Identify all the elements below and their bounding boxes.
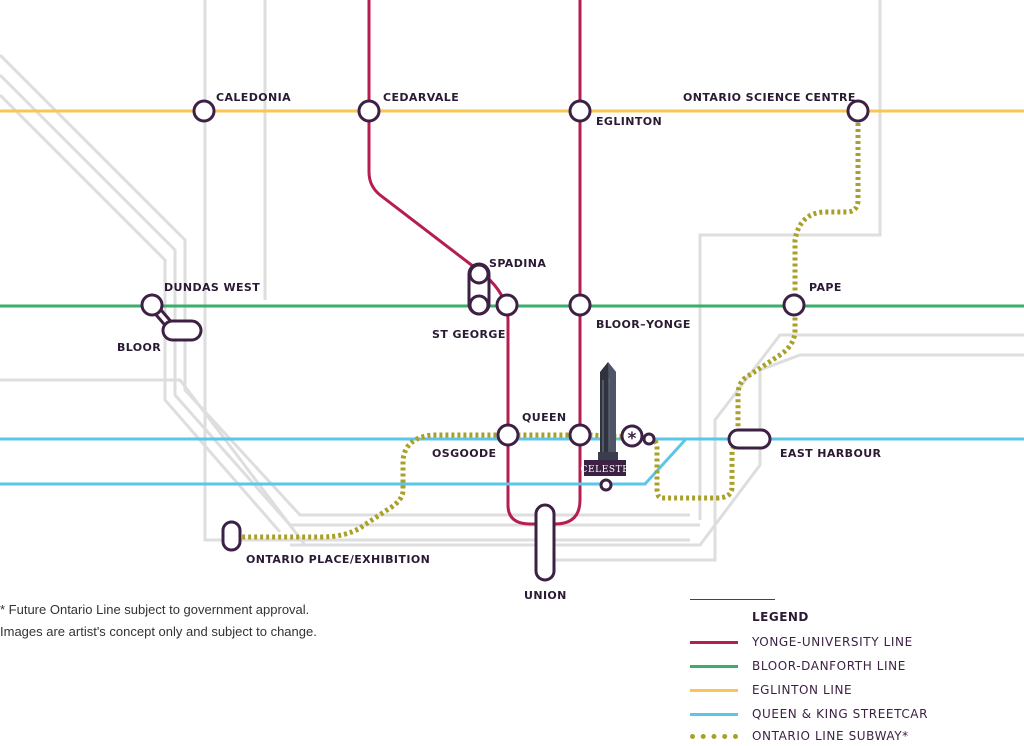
legend-item-ontario-line: ONTARIO LINE SUBWAY*: [690, 726, 909, 746]
legend-title: LEGEND: [752, 610, 809, 624]
station-st-george[interactable]: [495, 293, 519, 317]
yonge-university-line-east: [545, 0, 582, 526]
legend-label: ONTARIO LINE SUBWAY*: [752, 729, 909, 743]
label-eglinton: EGLINTON: [596, 115, 662, 128]
station-dundas-west[interactable]: [140, 293, 164, 317]
station-king-small: [599, 478, 613, 492]
legend-swatch-yonge-university: [690, 640, 738, 644]
label-dundas-west: DUNDAS WEST: [164, 281, 260, 294]
legend-swatch-eglinton: [690, 688, 738, 692]
station-cedarvale[interactable]: [357, 99, 381, 123]
station-ontario-science-centre[interactable]: [846, 99, 870, 123]
legend-label: BLOOR-DANFORTH LINE: [752, 659, 906, 673]
celeste-tower-icon: [598, 362, 618, 462]
station-st-george-bd[interactable]: [468, 294, 490, 316]
label-east-harbour: EAST HARBOUR: [780, 447, 882, 460]
celeste-badge: [584, 460, 626, 476]
station-union[interactable]: [534, 503, 556, 582]
station-east-harbour[interactable]: [727, 428, 772, 450]
legend-swatch-bloor-danforth: [690, 664, 738, 668]
station-caledonia[interactable]: [192, 99, 216, 123]
label-bloor-yonge: BLOOR–YONGE: [596, 318, 691, 331]
legend-swatch-queen-king: [690, 712, 738, 716]
station-eglinton[interactable]: [568, 99, 592, 123]
label-queen: QUEEN: [522, 411, 567, 424]
station-bloor[interactable]: [161, 319, 203, 342]
yonge-university-line-west: [367, 0, 545, 526]
disclaimer-line-2: Images are artist's concept only and sub…: [0, 624, 317, 639]
street-grid: [0, 0, 1024, 562]
label-st-george: ST GEORGE: [432, 328, 506, 341]
disclaimer-line-1: * Future Ontario Line subject to governm…: [0, 602, 310, 617]
legend-item-yonge-university: YONGE-UNIVERSITY LINE: [690, 632, 913, 652]
station-osgoode[interactable]: [496, 423, 520, 447]
label-ontario-science-centre: ONTARIO SCIENCE CENTRE: [683, 91, 856, 104]
station-spadina[interactable]: [468, 263, 490, 285]
label-union: UNION: [524, 589, 567, 602]
station-bloor-yonge[interactable]: [568, 293, 592, 317]
legend-item-eglinton: EGLINTON LINE: [690, 680, 852, 700]
king-streetcar-line: [0, 437, 688, 486]
legend-label: QUEEN & KING STREETCAR: [752, 707, 929, 721]
legend-label: YONGE-UNIVERSITY LINE: [752, 635, 913, 649]
ontario-line-subway: [232, 111, 861, 540]
legend-item-bloor-danforth: BLOOR-DANFORTH LINE: [690, 656, 906, 676]
station-ontario-place[interactable]: [221, 520, 242, 552]
station-future[interactable]: [620, 424, 644, 448]
label-pape: PAPE: [809, 281, 842, 294]
station-queen[interactable]: [568, 423, 592, 447]
legend-swatch-ontario-line: [690, 733, 738, 739]
label-spadina: SPADINA: [489, 257, 546, 270]
label-osgoode: OSGOODE: [432, 447, 496, 460]
label-ontario-place: ONTARIO PLACE/EXHIBITION: [246, 553, 430, 566]
legend-label: EGLINTON LINE: [752, 683, 853, 697]
station-pape[interactable]: [782, 293, 806, 317]
legend-divider: [690, 599, 775, 600]
celeste-label: CELESTE: [581, 465, 630, 475]
label-bloor: BLOOR: [117, 341, 161, 354]
station-future-small: [642, 432, 656, 446]
label-caledonia: CALEDONIA: [216, 91, 291, 104]
legend-item-queen-king: QUEEN & KING STREETCAR: [690, 704, 928, 724]
future-station-asterisk: *: [628, 429, 637, 449]
label-cedarvale: CEDARVALE: [383, 91, 459, 104]
